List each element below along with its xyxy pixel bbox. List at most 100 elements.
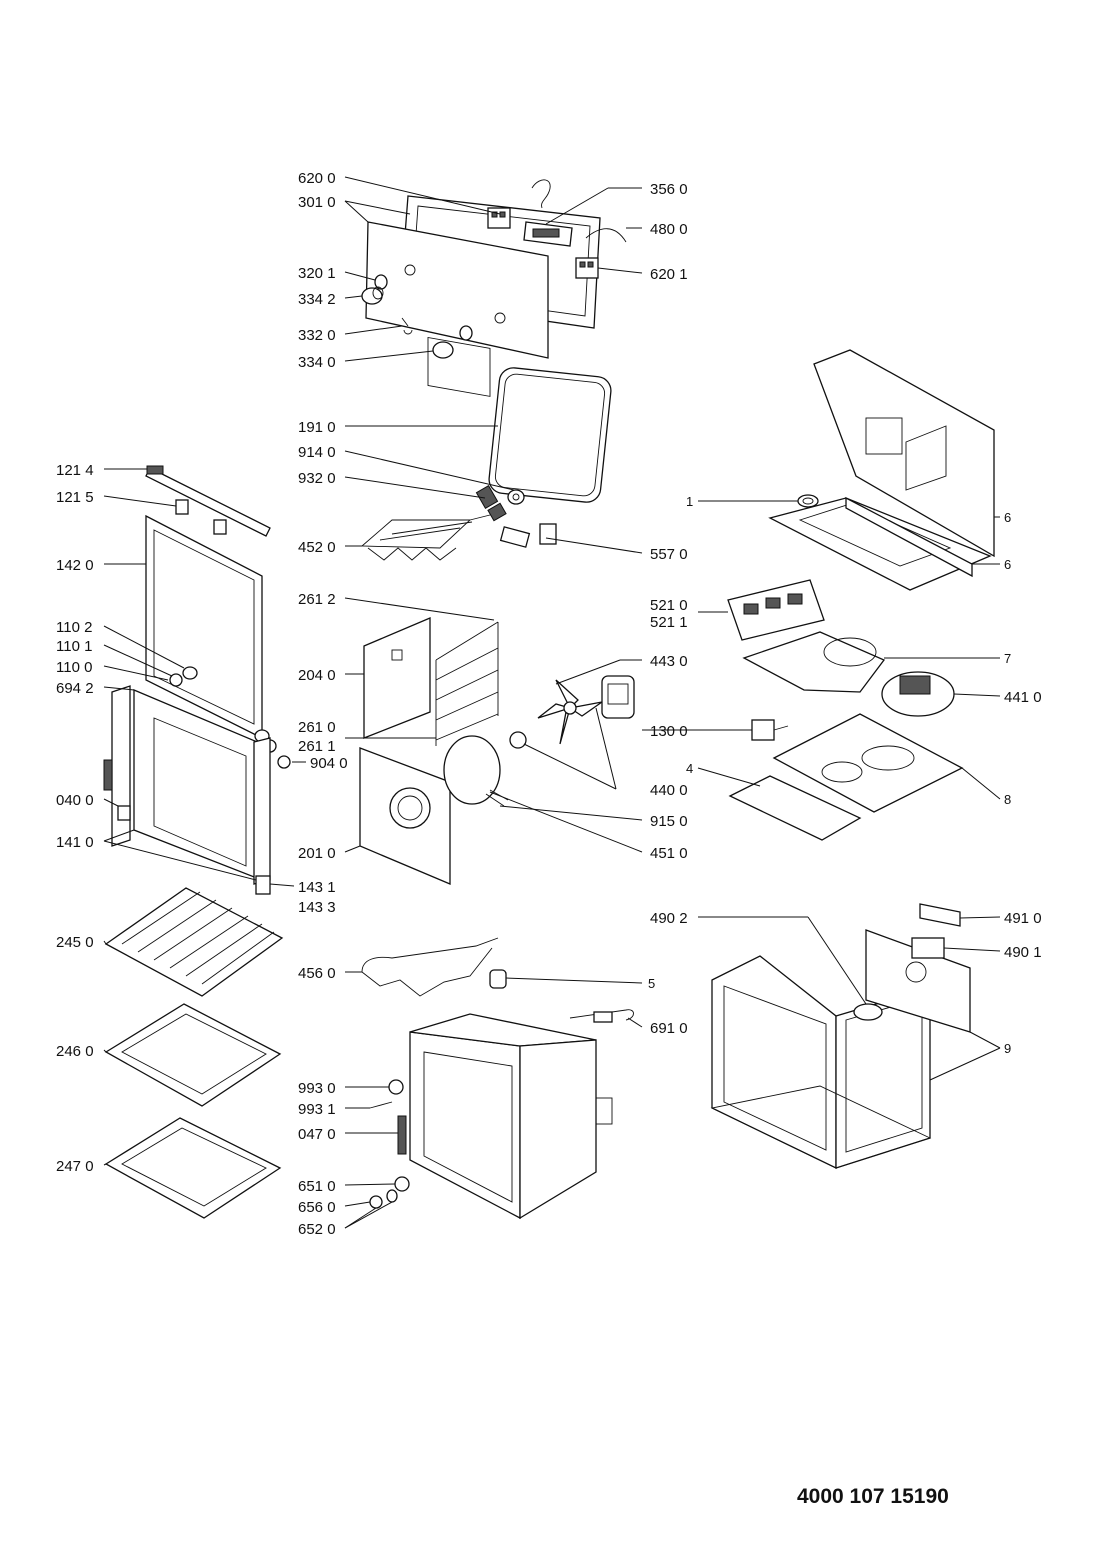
label-040-0: 040 0	[56, 792, 94, 809]
label-440-0: 440 0	[650, 782, 688, 799]
fan-blade-440	[509, 679, 603, 749]
label-620-1: 620 1	[650, 266, 688, 283]
control-board-521	[727, 579, 825, 641]
label-915-0: 915 0	[650, 813, 688, 830]
label-4: 4	[686, 761, 693, 776]
top-casing-6	[768, 349, 995, 591]
label-451-0: 451 0	[650, 845, 688, 862]
label-452-0: 452 0	[298, 539, 336, 556]
label-191-0: 191 0	[298, 419, 336, 436]
part-labels: 620 0 301 0 356 0 480 0 620 1 320 1 334 …	[56, 170, 1042, 1238]
leader-lines	[103, 176, 1001, 1229]
label-143-3: 143 3	[298, 899, 336, 916]
switch-620-0	[487, 207, 511, 229]
thermostat-130	[740, 719, 789, 741]
knob-334-2	[361, 286, 384, 305]
label-480-0: 480 0	[650, 221, 688, 238]
fan-ring-490-2	[853, 1003, 883, 1021]
label-1: 1	[686, 494, 693, 509]
gasket-parts-914-932	[475, 485, 525, 522]
label-142-0: 142 0	[56, 557, 94, 574]
label-651-0: 651 0	[298, 1178, 336, 1195]
knob-ring-320-1	[374, 274, 388, 290]
label-521-1: 521 1	[650, 614, 688, 631]
label-914-0: 914 0	[298, 444, 336, 461]
label-932-0: 932 0	[298, 470, 336, 487]
grommet-1	[797, 494, 819, 508]
label-694-2: 694 2	[56, 680, 94, 697]
switch-620-1	[575, 257, 599, 279]
label-121-4: 121 4	[56, 462, 94, 479]
label-143-1: 143 1	[298, 879, 336, 896]
door-gasket	[488, 367, 612, 503]
label-201-0: 201 0	[298, 845, 336, 862]
label-121-5: 121 5	[56, 489, 94, 506]
label-334-2: 334 2	[298, 291, 336, 308]
control-panel-fascia	[365, 221, 549, 359]
label-110-0: 110 0	[56, 659, 92, 676]
hinge-121-5	[175, 499, 227, 535]
label-652-0: 652 0	[298, 1221, 336, 1238]
label-356-0: 356 0	[650, 181, 688, 198]
label-620-0: 620 0	[298, 170, 336, 187]
label-334-0: 334 0	[298, 354, 336, 371]
label-110-1: 110 1	[56, 638, 92, 655]
label-490-1: 490 1	[1004, 944, 1042, 961]
tray-246	[104, 1003, 282, 1107]
grill-element-452	[360, 513, 495, 561]
circular-element-451	[443, 735, 509, 807]
fan-cover-201	[359, 747, 451, 885]
back-liner-204	[363, 617, 431, 739]
label-332-0: 332 0	[298, 327, 336, 344]
label-441-0: 441 0	[1004, 689, 1042, 706]
label-490-2: 490 2	[650, 910, 688, 927]
terminal-491	[919, 903, 961, 927]
label-521-0: 521 0	[650, 597, 688, 614]
label-656-0: 656 0	[298, 1199, 336, 1216]
label-247-0: 247 0	[56, 1158, 94, 1175]
label-261-0: 261 0	[298, 719, 336, 736]
label-993-0: 993 0	[298, 1080, 336, 1097]
label-491-0: 491 0	[1004, 910, 1042, 927]
label-245-0: 245 0	[56, 934, 94, 951]
fan-motor-443	[601, 675, 635, 719]
label-246-0: 246 0	[56, 1043, 94, 1060]
cavity-small-parts	[369, 1079, 410, 1209]
label-261-1: 261 1	[298, 738, 336, 755]
label-047-0: 047 0	[298, 1126, 336, 1143]
lamp-holder-691	[569, 1009, 634, 1023]
baffle-7	[742, 631, 886, 693]
knob-334-0	[432, 325, 473, 359]
label-8: 8	[1004, 792, 1011, 807]
lamp-5	[489, 969, 507, 989]
label-557-0: 557 0	[650, 546, 688, 563]
front-strip-4	[728, 775, 862, 841]
label-7: 7	[1004, 651, 1011, 666]
cabinet-9	[710, 955, 932, 1170]
terminal-490-1	[911, 937, 945, 959]
inner-door-141	[103, 685, 291, 895]
label-301-0: 301 0	[298, 194, 336, 211]
control-panel-group	[361, 179, 627, 397]
label-993-1: 993 1	[298, 1101, 336, 1118]
label-261-2: 261 2	[298, 591, 336, 608]
label-443-0: 443 0	[650, 653, 688, 670]
label-9: 9	[1004, 1041, 1011, 1056]
label-110-2: 110 2	[56, 619, 92, 636]
knob-spring-332-0	[401, 317, 413, 335]
label-6-bottom: 6	[1004, 557, 1011, 572]
label-904-0: 904 0	[310, 755, 348, 772]
oven-cavity	[409, 1013, 613, 1220]
label-456-0: 456 0	[298, 965, 336, 982]
label-204-0: 204 0	[298, 667, 336, 684]
sensor-557	[499, 523, 557, 548]
label-141-0: 141 0	[56, 834, 94, 851]
label-6-top: 6	[1004, 510, 1011, 525]
document-code: 4000 107 15190	[797, 1485, 949, 1508]
label-130-0: 130 0	[650, 723, 688, 740]
label-320-1: 320 1	[298, 265, 336, 282]
label-5: 5	[648, 976, 655, 991]
tray-247	[104, 1117, 282, 1219]
label-691-0: 691 0	[650, 1020, 688, 1037]
